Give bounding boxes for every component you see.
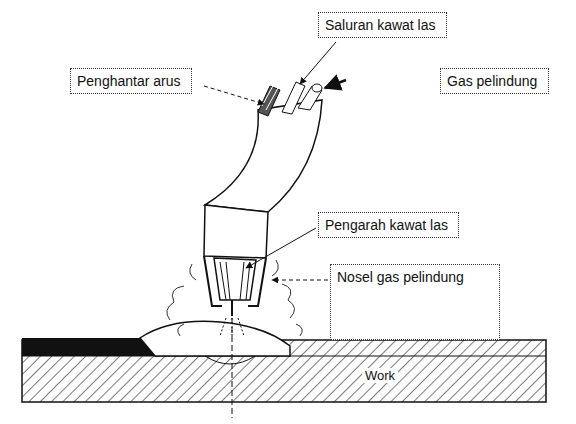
- torch-cable: [205, 100, 322, 212]
- label-box: Saluran kawat las: [318, 12, 447, 38]
- gas-nozzle: [204, 256, 266, 306]
- weld-bead: [140, 321, 290, 356]
- label-box: Nosel gas pelindung: [330, 264, 500, 340]
- part-label: Saluran kawat las: [325, 17, 440, 33]
- base-plate: [22, 338, 155, 356]
- part-label: Nosel gas pelindung: [337, 269, 493, 285]
- center-line: [232, 300, 233, 418]
- gas-inlet-arrow: [325, 80, 346, 88]
- part-label: Pengarah kawat las: [325, 217, 452, 233]
- wire-guide: [214, 258, 256, 300]
- leader-line: [272, 280, 328, 281]
- part-label: Penghantar arus: [77, 73, 185, 89]
- torch-body: [204, 205, 268, 258]
- filler-wire: [231, 300, 233, 316]
- wire-channel: [282, 82, 305, 114]
- leader-line: [246, 228, 316, 268]
- label-box: Pengarah kawat las: [318, 212, 459, 238]
- part-label: Work: [362, 368, 398, 383]
- part-label: Gas pelindung: [447, 73, 542, 89]
- leader-line: [300, 42, 336, 84]
- leader-line: [204, 86, 264, 104]
- label-box: Gas pelindung: [440, 68, 549, 94]
- label-box: Penghantar arus: [70, 68, 192, 94]
